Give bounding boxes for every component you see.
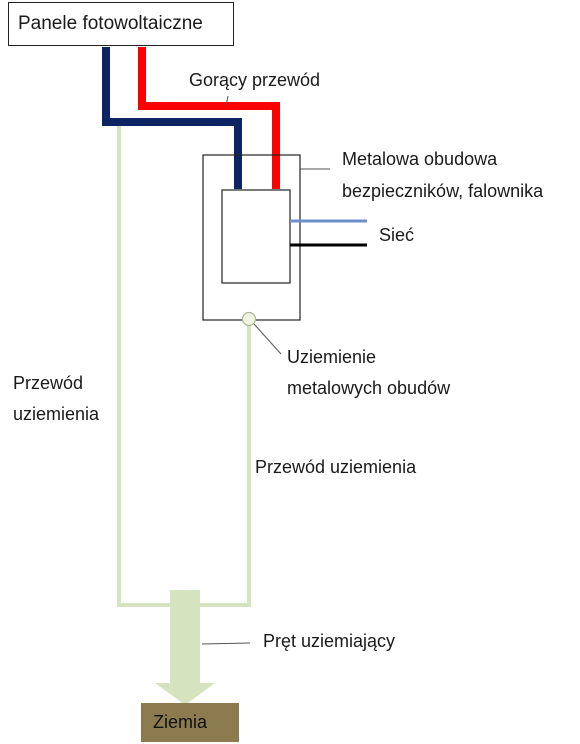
hot-wire-leader [225,95,229,107]
hot-wire-label: Gorący przewód [189,70,321,90]
enclosure-label-line1: Metalowa obudowa [342,149,498,169]
enclosure-label-line2: bezpieczników, falownika [342,181,544,201]
grid-label: Sieć [379,225,415,245]
earth-box: Ziemia [141,703,239,742]
bonding-point [241,311,257,327]
bonding-label-line2: metalowych obudów [287,378,451,398]
ground-wire-left-label-line1: Przewód [13,373,84,393]
inverter-box [221,189,291,284]
ground-rod-arrow [155,590,215,705]
bonding-label-line1: Uziemienie [287,347,377,367]
hot-wire [138,47,280,189]
ground-wire-left-label-line2: uziemienia [13,404,100,424]
pv-panels-box: Panele fotowoltaiczne [8,2,234,46]
ground-wire-right [200,320,251,607]
earth-label: Ziemia [153,712,208,732]
bonding-leader [253,323,282,355]
ground-wire-left [117,122,170,607]
ground-rod-label: Pręt uziemiający [263,631,396,651]
pv-panels-label: Panele fotowoltaiczne [18,13,203,34]
ground-rod-leader [201,642,251,645]
ground-wire-right-label: Przewód uziemienia [255,457,417,477]
